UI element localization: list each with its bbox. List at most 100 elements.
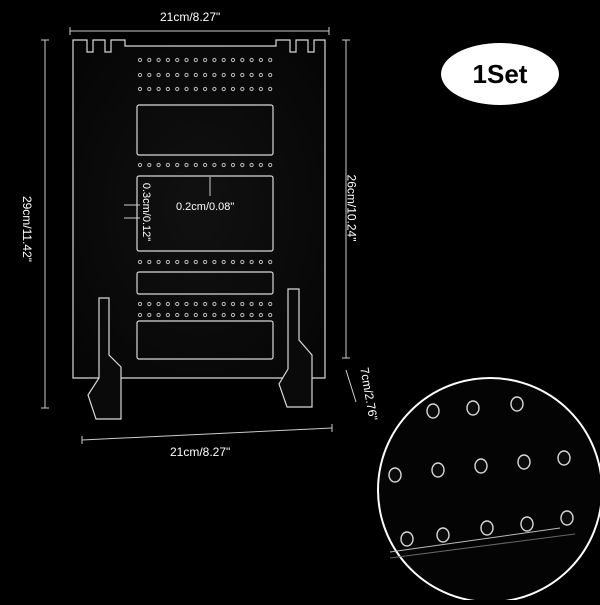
panel-hole [184, 301, 189, 307]
panel-hole [240, 57, 245, 63]
panel-hole [193, 312, 198, 318]
panel-hole [147, 72, 152, 78]
top-width-label: 21cm/8.27" [160, 10, 221, 24]
panel-hole [193, 57, 198, 63]
panel-hole [212, 72, 217, 78]
panel-hole [175, 259, 180, 265]
panel-hole [184, 72, 189, 78]
zoom-hole [557, 450, 571, 466]
panel-hole [203, 301, 208, 307]
zoom-hole [400, 531, 414, 547]
panel-hole [193, 301, 198, 307]
panel-hole [221, 301, 226, 307]
panel-hole [137, 162, 143, 168]
panel-height-line [342, 39, 350, 359]
panel-hole [137, 259, 143, 265]
panel-hole [147, 86, 152, 92]
acrylic-panel [72, 39, 326, 379]
zoom-hole [474, 458, 488, 474]
panel-hole [175, 57, 180, 63]
panel-hole [137, 312, 143, 318]
panel-hole [165, 312, 170, 318]
panel-hole [230, 86, 236, 92]
panel-hole [203, 86, 208, 92]
panel-hole [193, 86, 198, 92]
panel-hole [156, 86, 161, 92]
panel-hole [230, 312, 236, 318]
panel-hole [165, 72, 170, 78]
panel-hole [184, 162, 189, 168]
panel-hole [240, 259, 245, 265]
panel-hole [165, 259, 170, 265]
panel-hole [203, 72, 208, 78]
total-height-label: 29cm/11.42" [20, 195, 35, 263]
panel-hole [240, 312, 245, 318]
panel-hole [156, 259, 161, 265]
panel-hole [137, 57, 143, 63]
panel-hole [258, 162, 263, 168]
panel-hole [221, 259, 226, 265]
panel-hole [165, 86, 170, 92]
panel-hole [165, 57, 170, 63]
panel-height-label: 26cm/10.24" [344, 174, 359, 242]
panel-hole [193, 259, 198, 265]
detail-zoom-circle [377, 377, 600, 603]
panel-hole [212, 57, 217, 63]
panel-hole [268, 57, 273, 63]
top-width-line [69, 27, 330, 35]
panel-hole [258, 259, 263, 265]
panel-hole [212, 301, 217, 307]
panel-hole [147, 162, 152, 168]
panel-hole [258, 86, 263, 92]
panel-hole [147, 301, 152, 307]
window-4 [136, 320, 274, 360]
zoom-hole [388, 467, 402, 483]
panel-hole [268, 312, 273, 318]
panel-hole [156, 57, 161, 63]
panel-hole [240, 301, 245, 307]
panel-hole [175, 301, 180, 307]
panel-hole [175, 162, 180, 168]
stand-height-line [345, 369, 357, 403]
panel-hole [156, 312, 161, 318]
panel-hole [212, 86, 217, 92]
panel-hole [240, 72, 245, 78]
zoom-hole [517, 454, 531, 470]
zoom-hole [510, 396, 524, 412]
panel-hole [156, 72, 161, 78]
panel-hole [258, 57, 263, 63]
bottom-width-line [81, 424, 333, 444]
panel-hole [268, 72, 273, 78]
panel-hole [175, 86, 180, 92]
panel-hole [184, 57, 189, 63]
panel-hole [249, 312, 254, 318]
panel-hole [165, 162, 170, 168]
set-count-text: 1Set [472, 58, 528, 89]
panel-hole [147, 312, 152, 318]
panel-hole [203, 259, 208, 265]
window-2 [136, 175, 274, 252]
panel-hole [249, 259, 254, 265]
panel-hole [230, 259, 236, 265]
panel-hole [184, 312, 189, 318]
panel-hole [147, 57, 152, 63]
panel-hole [230, 301, 236, 307]
panel-hole [249, 86, 254, 92]
bottom-width-label: 21cm/8.27" [170, 445, 231, 459]
panel-hole [175, 312, 180, 318]
panel-hole [193, 72, 198, 78]
zoom-hole [426, 403, 440, 419]
panel-hole [240, 86, 245, 92]
panel-hole [268, 301, 273, 307]
panel-hole [212, 259, 217, 265]
stand-right [278, 288, 313, 408]
panel-hole [184, 86, 189, 92]
panel-hole [249, 57, 254, 63]
total-height-line [41, 39, 49, 409]
panel-hole [221, 72, 226, 78]
panel-hole [249, 301, 254, 307]
panel-hole [221, 57, 226, 63]
panel-hole [137, 301, 143, 307]
